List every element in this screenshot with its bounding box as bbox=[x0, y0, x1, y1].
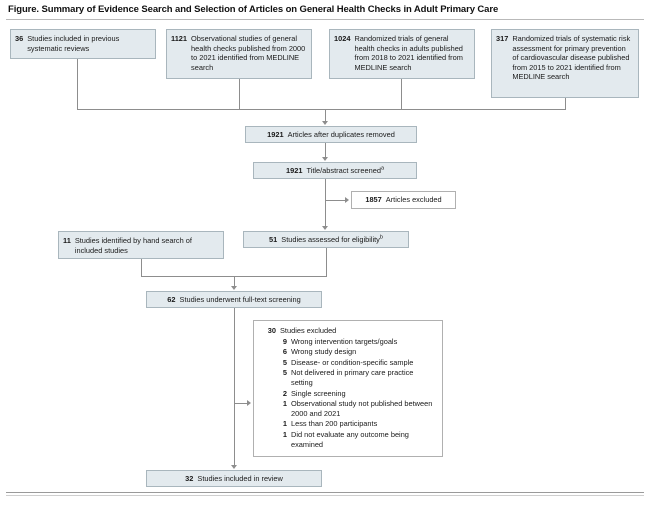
footer-divider bbox=[6, 492, 644, 493]
exclusion-reason-label: Wrong intervention targets/goals bbox=[291, 336, 398, 346]
screened-label: Title/abstract screened bbox=[306, 165, 381, 175]
source-box-observational-studies: 1121 Observational studies of general he… bbox=[166, 29, 312, 79]
box-hand-search: 11 Studies identified by hand search of … bbox=[58, 231, 224, 259]
included-label: Studies included in review bbox=[197, 473, 283, 483]
exclusion-reason-count: 2 bbox=[282, 388, 287, 398]
included-count: 32 bbox=[185, 473, 194, 483]
title-divider bbox=[6, 19, 644, 20]
exclusion-reason-count: 1 bbox=[282, 429, 287, 439]
box-studies-excluded: 30 Studies excluded 9 Wrong intervention… bbox=[253, 320, 443, 457]
connector-source-3-stem bbox=[401, 79, 402, 109]
source-count: 317 bbox=[496, 34, 509, 43]
exclusion-reason-row: 1 Less than 200 participants bbox=[271, 419, 436, 429]
eligibility-count: 51 bbox=[269, 234, 278, 244]
exclusion-reason-label: Single screening bbox=[291, 388, 346, 398]
studies-excluded-count: 30 bbox=[267, 326, 276, 335]
connector-source-4-stem bbox=[565, 98, 566, 109]
exclusion-reason-row: 9 Wrong intervention targets/goals bbox=[271, 337, 436, 347]
arrow-to-fulltext bbox=[231, 286, 237, 290]
exclusion-reason-row: 1 Observational study not published betw… bbox=[271, 399, 436, 418]
exclusion-reason-row: 6 Wrong study design bbox=[271, 347, 436, 357]
exclusion-reason-label: Did not evaluate any outcome being exami… bbox=[291, 429, 409, 449]
source-box-previous-reviews: 36 Studies included in previous systemat… bbox=[10, 29, 156, 59]
duplicates-label: Articles after duplicates removed bbox=[287, 129, 395, 139]
exclusion-reason-label: Disease- or condition-specific sample bbox=[291, 357, 414, 367]
box-title-abstract-screened: 1921 Title/abstract screeneda bbox=[253, 162, 417, 179]
exclusion-reason-label: Wrong study design bbox=[291, 347, 357, 357]
source-label: Randomized trials of systematic risk ass… bbox=[512, 34, 631, 82]
connector-hand-search-stem bbox=[141, 259, 142, 276]
connector-source-1-stem bbox=[77, 59, 78, 109]
exclusion-reason-row: 5 Not delivered in primary care practice… bbox=[271, 368, 436, 387]
arrow-to-screened bbox=[322, 157, 328, 161]
screened-footnote: a bbox=[380, 165, 384, 172]
arrow-to-studies-excluded bbox=[247, 400, 251, 406]
fulltext-label: Studies underwent full-text screening bbox=[179, 294, 301, 304]
connector-fulltext-to-excluded bbox=[234, 403, 249, 404]
studies-excluded-label: Studies excluded bbox=[280, 326, 337, 335]
connector-merge-to-fulltext bbox=[234, 276, 235, 288]
box-articles-after-duplicates: 1921 Articles after duplicates removed bbox=[245, 126, 417, 143]
articles-excluded-label: Articles excluded bbox=[385, 195, 442, 205]
connector-duplicates-to-screened bbox=[325, 143, 326, 159]
source-box-randomized-trials-risk-assessment: 317 Randomized trials of systematic risk… bbox=[491, 29, 639, 98]
exclusion-reason-count: 6 bbox=[282, 347, 287, 357]
connector-source-2-stem bbox=[239, 79, 240, 109]
page-title: Figure. Summary of Evidence Search and S… bbox=[8, 4, 499, 15]
arrow-to-eligibility bbox=[322, 226, 328, 230]
exclusion-reason-row: 1 Did not evaluate any outcome being exa… bbox=[271, 430, 436, 449]
box-full-text-screening: 62 Studies underwent full-text screening bbox=[146, 291, 322, 308]
source-label: Studies included in previous systematic … bbox=[27, 34, 120, 53]
source-count: 1024 bbox=[334, 34, 351, 43]
source-box-randomized-trials-health-checks: 1024 Randomized trials of general health… bbox=[329, 29, 475, 79]
screened-count: 1921 bbox=[285, 165, 303, 175]
exclusion-reason-count: 1 bbox=[282, 419, 287, 429]
exclusion-reason-row: 5 Disease- or condition-specific sample bbox=[271, 358, 436, 368]
exclusion-reason-label: Observational study not published betwee… bbox=[291, 399, 433, 418]
footer-divider-secondary bbox=[6, 495, 644, 496]
fulltext-count: 62 bbox=[167, 294, 176, 304]
eligibility-footnote: b bbox=[379, 234, 383, 241]
exclusion-reason-label: Less than 200 participants bbox=[291, 419, 378, 429]
connector-source-bus bbox=[77, 109, 566, 110]
connector-bus-to-duplicates bbox=[325, 109, 326, 123]
exclusion-reason-count: 9 bbox=[282, 336, 287, 346]
arrow-to-duplicates bbox=[322, 121, 328, 125]
source-label: Observational studies of general health … bbox=[191, 34, 306, 72]
exclusion-reason-label: Not delivered in primary care practice s… bbox=[291, 368, 414, 387]
articles-excluded-count: 1857 bbox=[365, 195, 382, 205]
connector-fulltext-down bbox=[234, 308, 235, 467]
exclusion-reason-count: 5 bbox=[282, 368, 287, 378]
source-label: Randomized trials of general health chec… bbox=[354, 34, 463, 72]
connector-screened-to-eligibility bbox=[325, 200, 326, 228]
arrow-to-articles-excluded bbox=[345, 197, 349, 203]
connector-eligibility-stem bbox=[326, 248, 327, 276]
exclusion-reason-count: 1 bbox=[282, 399, 287, 409]
hand-search-label: Studies identified by hand search of inc… bbox=[74, 236, 192, 255]
eligibility-label: Studies assessed for eligibility bbox=[281, 234, 380, 244]
connector-screened-to-excluded bbox=[325, 200, 347, 201]
box-studies-assessed-eligibility: 51 Studies assessed for eligibilityb bbox=[243, 231, 409, 248]
duplicates-count: 1921 bbox=[267, 129, 284, 139]
hand-search-count: 11 bbox=[63, 236, 71, 245]
source-count: 1121 bbox=[171, 34, 188, 43]
arrow-to-included-in-review bbox=[231, 465, 237, 469]
exclusion-reason-row: 2 Single screening bbox=[271, 389, 436, 399]
box-studies-included-in-review: 32 Studies included in review bbox=[146, 470, 322, 487]
connector-screened-down bbox=[325, 179, 326, 200]
source-count: 36 bbox=[15, 34, 24, 43]
box-articles-excluded: 1857 Articles excluded bbox=[351, 191, 456, 209]
exclusion-reason-count: 5 bbox=[282, 357, 287, 367]
